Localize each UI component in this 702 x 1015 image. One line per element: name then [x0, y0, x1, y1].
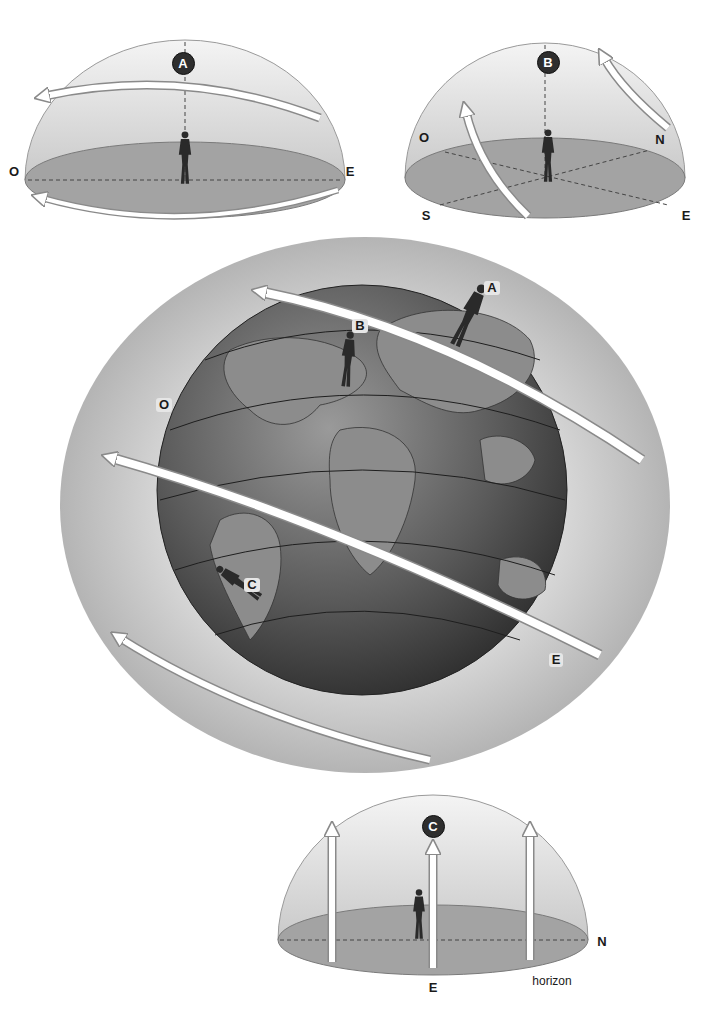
sky-dome-a-part — [45, 85, 320, 118]
sky-dome-c-part — [527, 832, 533, 960]
sky-dome-a-part — [179, 131, 191, 183]
sky-dome-b-part — [604, 58, 668, 128]
sky-dome-c — [278, 795, 588, 975]
sky-dome-b — [405, 43, 685, 218]
sky-dome-a — [25, 40, 345, 218]
celestial-sphere-part — [60, 237, 670, 773]
direction-letter: O — [419, 131, 429, 145]
celestial-sphere-part — [112, 458, 600, 655]
sky-dome-a-part — [42, 190, 338, 216]
sky-dome-c-part — [329, 832, 335, 962]
sky-dome-c-part — [526, 832, 535, 960]
celestial-sphere-part-part — [170, 395, 560, 430]
letter-badge: B — [537, 51, 560, 74]
horizon-label: horizon — [532, 975, 571, 988]
sky-dome-b-part — [445, 152, 668, 205]
letter-badge: C — [422, 815, 445, 838]
direction-letter: O — [156, 398, 172, 412]
direction-letter: E — [429, 981, 438, 995]
celestial-sphere-part-part — [205, 330, 540, 360]
direction-letter: E — [346, 165, 355, 179]
direction-letter: C — [244, 578, 259, 592]
sky-dome-b-part — [466, 112, 528, 216]
direction-letter: N — [655, 133, 664, 147]
direction-letter: O — [9, 165, 19, 179]
celestial-sphere-part — [339, 331, 357, 387]
celestial-sphere-part — [480, 436, 535, 484]
direction-letter: S — [422, 209, 431, 223]
letter-badge: A — [172, 52, 195, 75]
sky-dome-b-part — [604, 58, 668, 128]
direction-letter: E — [549, 653, 564, 667]
sky-dome-c-part — [413, 889, 425, 938]
celestial-sphere-part — [262, 292, 642, 460]
sky-dome-c-part — [429, 850, 438, 968]
direction-letter: N — [597, 935, 606, 949]
celestial-sphere-part — [377, 310, 535, 412]
celestial-sphere-part — [498, 557, 546, 599]
sky-dome-c-part — [328, 832, 337, 962]
celestial-sphere-part-part — [215, 611, 520, 640]
celestial-sphere-part — [210, 513, 281, 640]
direction-letter: A — [484, 281, 499, 295]
badge-letter: C — [428, 820, 437, 833]
sky-dome-b-part — [466, 112, 528, 216]
celestial-sphere-part — [262, 292, 642, 460]
celestial-sphere — [60, 237, 670, 773]
badge-letter: A — [178, 57, 187, 70]
sky-dome-a-part — [42, 190, 338, 216]
direction-letter: E — [682, 209, 691, 223]
badge-letter: B — [543, 56, 552, 69]
sky-dome-c-part — [430, 850, 436, 968]
sky-dome-b-part — [542, 129, 554, 181]
celestial-sphere-part — [120, 638, 430, 760]
celestial-sphere-part — [112, 458, 600, 655]
celestial-sphere-part — [120, 638, 430, 760]
direction-letter: B — [352, 319, 367, 333]
celestial-sphere-part — [213, 562, 263, 602]
sky-dome-a-part — [45, 85, 320, 118]
